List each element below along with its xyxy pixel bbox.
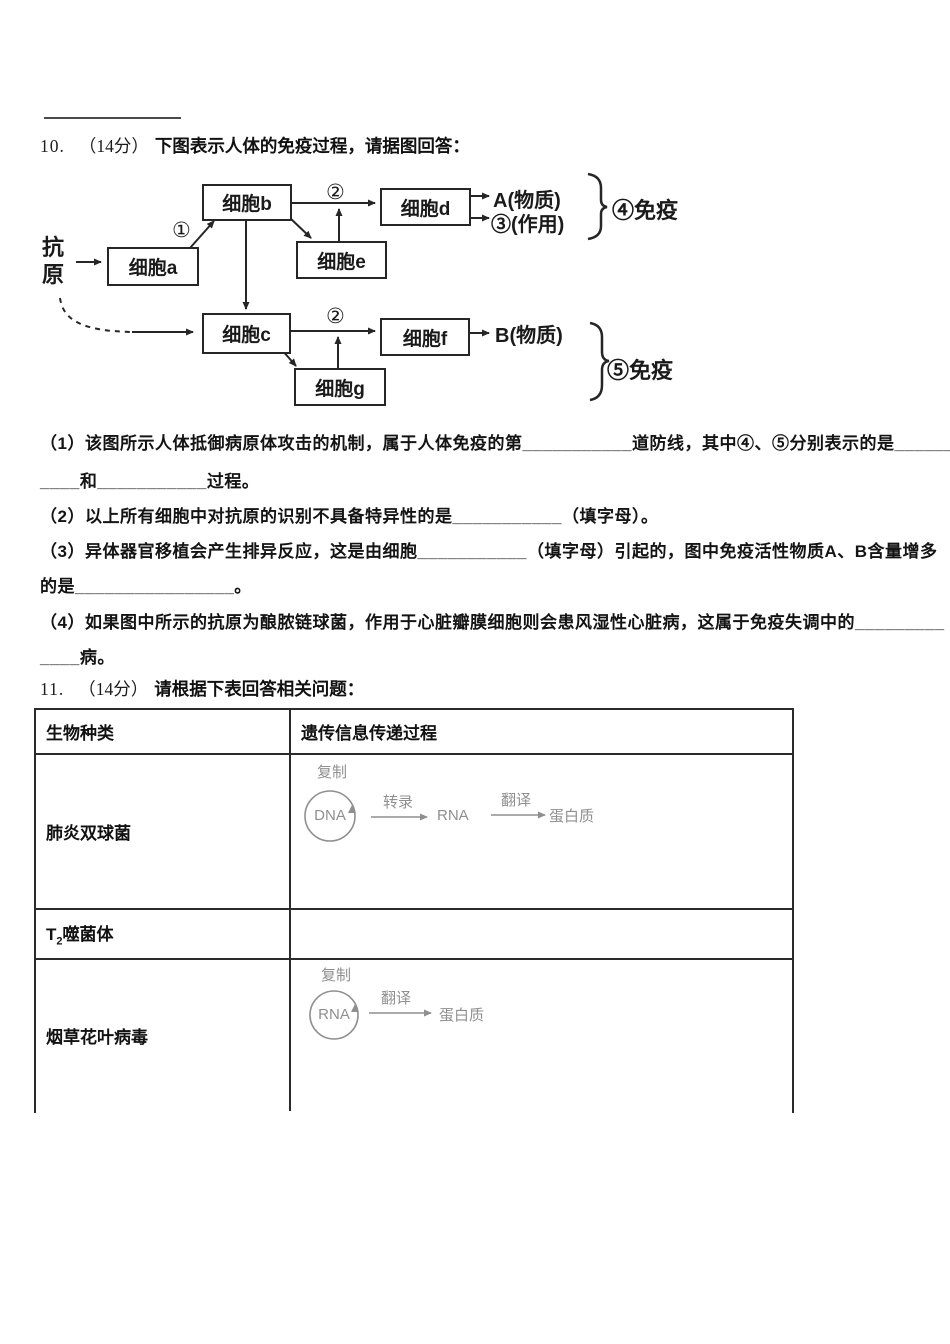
process-cell-dna: 复制 DNA 转录 RNA 翻译 蛋白质	[291, 755, 792, 908]
dna-process-diagram: 复制 DNA 转录 RNA 翻译 蛋白质	[291, 755, 792, 908]
immunity-4-label: ④免疫	[612, 198, 679, 223]
protein-node-label: 蛋白质	[439, 1007, 485, 1024]
immune-process-figure: 抗 原 细胞a 细胞b 细胞d 细胞e 细胞c 细胞f 细胞g ① ② ② A(…	[40, 172, 740, 414]
header-cell-process: 遗传信息传递过程	[291, 710, 792, 753]
question-10-score: （14分）	[78, 136, 149, 156]
dna-node-label: DNA	[314, 807, 346, 824]
t2-letter: T	[46, 925, 57, 945]
output-3-label: ③(作用)	[491, 214, 565, 236]
sub-question-1-line1: （1）该图所示人体抵御病原体攻击的机制，属于人体免疫的第___________道…	[40, 434, 950, 453]
t2-subscript: 2	[56, 935, 63, 948]
dna-diagram-arrows	[304, 790, 546, 842]
transcription-label: 转录	[383, 794, 414, 811]
cell-box-c: 细胞c	[202, 313, 291, 354]
sub-question-2: （2）以上所有细胞中对抗原的识别不具备特异性的是___________（填字母）…	[40, 507, 659, 526]
question-11-stem: 请根据下表回答相关问题：	[154, 679, 365, 699]
rna-diagram-arrows	[309, 990, 432, 1040]
cell-box-b: 细胞b	[202, 184, 292, 221]
question-10-stem: 下图表示人体的免疫过程，请据图回答：	[154, 136, 470, 156]
table-row-tmv: 烟草花叶病毒 复制 RNA	[36, 960, 792, 1111]
dna-replicate-label: 复制	[317, 764, 348, 781]
species-cell-t2-phage: T2噬菌体	[36, 910, 291, 958]
replication-arrowhead	[348, 805, 356, 813]
question-11-score: （14分）	[78, 679, 149, 699]
header-cell-species: 生物种类	[36, 710, 291, 753]
table-row-pneumococcus: 肺炎双球菌 复制 D	[36, 755, 792, 910]
sub-question-4-line1: （4）如果图中所示的抗原为酿脓链球菌，作用于心脏瓣膜细胞则会患风湿性心脏病，这属…	[40, 613, 945, 632]
question-11-heading: 11. （14分）请根据下表回答相关问题：	[40, 676, 364, 701]
output-a-label: A(物质)	[493, 190, 561, 212]
header-process-label: 遗传信息传递过程	[301, 724, 437, 743]
species-label-t2-phage: T2噬菌体	[46, 920, 114, 947]
cell-box-f: 细胞f	[380, 318, 470, 356]
cell-box-e: 细胞e	[296, 241, 387, 279]
output-b-label: B(物质)	[495, 325, 563, 347]
antigen-label: 抗 原	[42, 235, 65, 287]
species-cell-tmv: 烟草花叶病毒	[36, 960, 291, 1111]
sub-question-4-line2: ____病。	[40, 648, 115, 667]
cell-box-g: 细胞g	[294, 368, 386, 406]
cell-box-a: 细胞a	[107, 247, 199, 286]
translation-label: 翻译	[381, 990, 412, 1007]
sub-question-3-line1: （3）异体器官移植会产生排异反应，这是由细胞___________（填字母）引起…	[40, 542, 938, 561]
circled-1-label: ①	[172, 218, 191, 242]
circled-2-top-label: ②	[326, 180, 345, 204]
t2-rest: 噬菌体	[62, 925, 114, 945]
sub-question-3-line2: 的是________________。	[40, 577, 252, 596]
rna-node-label: RNA	[437, 807, 469, 824]
circled-2-bottom-label: ②	[326, 304, 345, 328]
species-label-pneumococcus: 肺炎双球菌	[46, 824, 131, 843]
replication-arrowhead	[351, 1004, 359, 1012]
species-label-tmv: 烟草花叶病毒	[46, 1028, 148, 1047]
sub-question-1-line2: ____和___________过程。	[40, 472, 260, 491]
question-11-number: 11.	[40, 679, 65, 699]
answer-blank-line	[44, 117, 181, 119]
table-header-row: 生物种类 遗传信息传递过程	[36, 710, 792, 755]
rna-node-label: RNA	[318, 1006, 350, 1023]
immunity-5-label: ⑤免疫	[607, 358, 674, 383]
process-cell-rna: 复制 RNA 翻译 蛋白质	[291, 960, 792, 1111]
genetic-info-table: 生物种类 遗传信息传递过程 肺炎双球菌	[34, 708, 794, 1113]
species-cell-pneumococcus: 肺炎双球菌	[36, 755, 291, 908]
rna-replicate-label: 复制	[321, 967, 352, 984]
protein-node-label: 蛋白质	[549, 808, 595, 825]
question-10-heading: 10. （14分）下图表示人体的免疫过程，请据图回答：	[40, 133, 470, 158]
header-species-label: 生物种类	[46, 724, 114, 743]
translation-label: 翻译	[501, 792, 532, 809]
table-row-t2-phage: T2噬菌体	[36, 910, 792, 960]
cell-box-d: 细胞d	[380, 188, 471, 226]
question-10-number: 10.	[40, 136, 65, 156]
process-cell-empty	[291, 910, 792, 958]
rna-process-diagram: 复制 RNA 翻译 蛋白质	[291, 960, 792, 1111]
